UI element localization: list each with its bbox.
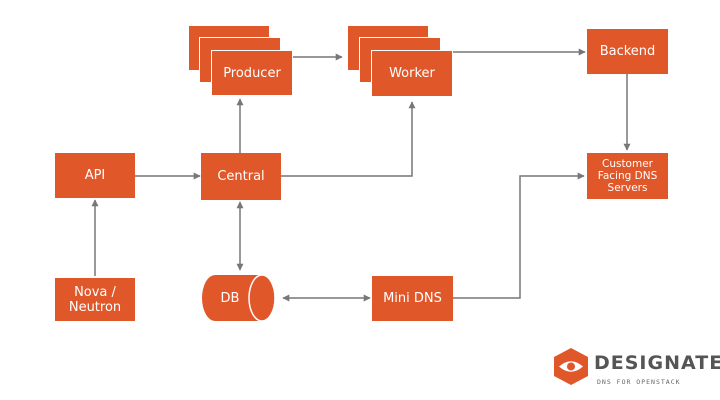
nova-neutron-label: Nova / Neutron: [68, 284, 122, 315]
nova-neutron-node: Nova / Neutron: [55, 278, 135, 321]
customer-dns-label: Customer Facing DNS Servers: [597, 158, 658, 194]
edge-central-worker: [281, 101, 416, 177]
logo-wordmark: DESIGNATE: [594, 352, 720, 374]
backend-label: Backend: [599, 44, 656, 59]
worker-label: Worker: [389, 66, 435, 81]
api-node: API: [55, 153, 135, 198]
logo-tagline: DNS FOR OPENSTACK: [597, 378, 681, 386]
db-cylinder: [202, 274, 276, 322]
db-label-holder: DB: [202, 286, 258, 310]
mini-dns-label: Mini DNS: [383, 291, 442, 306]
central-node: Central: [201, 153, 281, 200]
backend-node: Backend: [587, 29, 668, 74]
customer-dns-node: Customer Facing DNS Servers: [587, 153, 668, 199]
producer-node: Producer: [211, 50, 293, 96]
producer-label: Producer: [223, 65, 281, 81]
db-label: DB: [220, 290, 240, 306]
hexagon-eye-icon: [554, 348, 588, 385]
edge-minidns-customer-dns: [453, 172, 585, 299]
mini-dns-node: Mini DNS: [372, 276, 453, 321]
worker-node: Worker: [371, 50, 453, 97]
api-label: API: [84, 168, 106, 183]
central-label: Central: [217, 169, 265, 184]
